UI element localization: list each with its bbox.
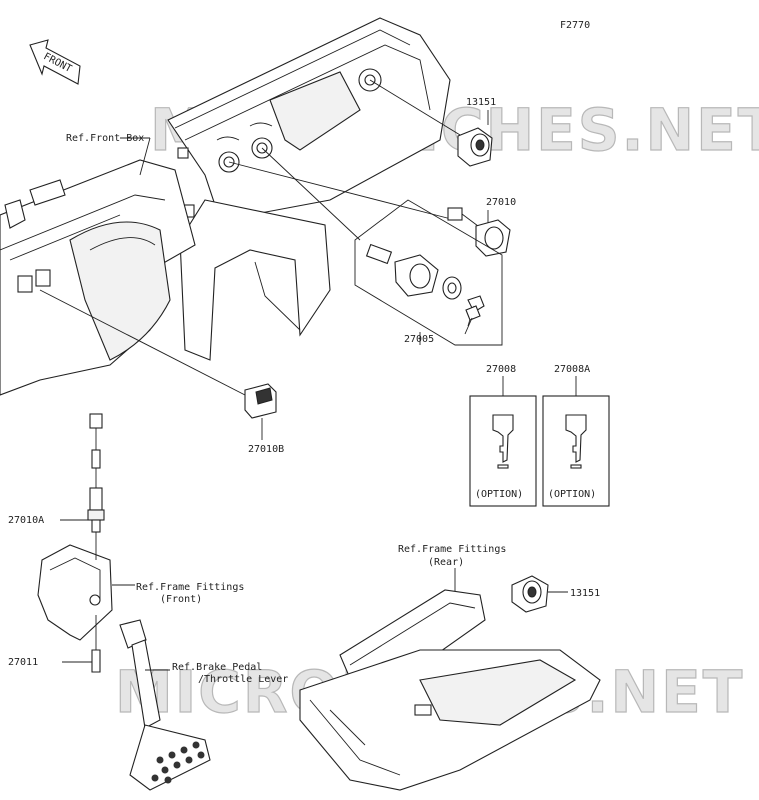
label-27010a: 27010A [8, 515, 44, 526]
label-13151-top: 13151 [466, 97, 496, 108]
ref-frame-front-2: (Front) [160, 594, 202, 605]
ref-frame-front-1: Ref.Frame Fittings [136, 582, 244, 593]
socket-13151-top: 13151 [457, 97, 496, 167]
ref-front-box-label: Ref.Front Box [66, 133, 144, 144]
label-27008: 27008 [486, 364, 516, 375]
ref-brake-2: /Throttle Lever [198, 674, 288, 685]
option-note-27008: (OPTION) [475, 489, 523, 500]
label-27010: 27010 [486, 197, 516, 208]
label-27005: 27005 [404, 334, 434, 345]
brake-switch-27010a: 27010A [8, 413, 105, 533]
brake-pedal: Ref.Brake Pedal /Throttle Lever [119, 619, 288, 791]
option-box-27008: 27008 (OPTION) [469, 364, 537, 507]
label-27008a: 27008A [554, 364, 590, 375]
frame-fitting-front: Ref.Frame Fittings (Front) [37, 532, 244, 641]
rocker-switch-27010b: 27010B [244, 383, 284, 455]
option-box-27008a: 27008A (OPTION) [542, 364, 610, 507]
dashboard-panel [0, 17, 451, 396]
leader-lines-top [39, 79, 489, 396]
spring-27011: 27011 [8, 615, 101, 673]
label-13151-bottom: 13151 [570, 588, 600, 599]
option-note-27008a: (OPTION) [548, 489, 596, 500]
frame-fitting-rear: Ref.Frame Fittings (Rear) [299, 544, 601, 791]
switch-27010: 27010 [447, 197, 516, 257]
ref-brake-1: Ref.Brake Pedal [172, 662, 262, 673]
front-arrow-icon: FRONT [29, 39, 81, 85]
ref-frame-rear-2: (Rear) [428, 557, 464, 568]
socket-13151-bottom: 13151 [511, 575, 600, 613]
label-27010b: 27010B [248, 444, 284, 455]
figure-code: F2770 [560, 20, 590, 31]
ignition-set-27005: 27005 [354, 199, 503, 346]
ref-frame-rear-1: Ref.Frame Fittings [398, 544, 506, 555]
label-27011: 27011 [8, 657, 38, 668]
